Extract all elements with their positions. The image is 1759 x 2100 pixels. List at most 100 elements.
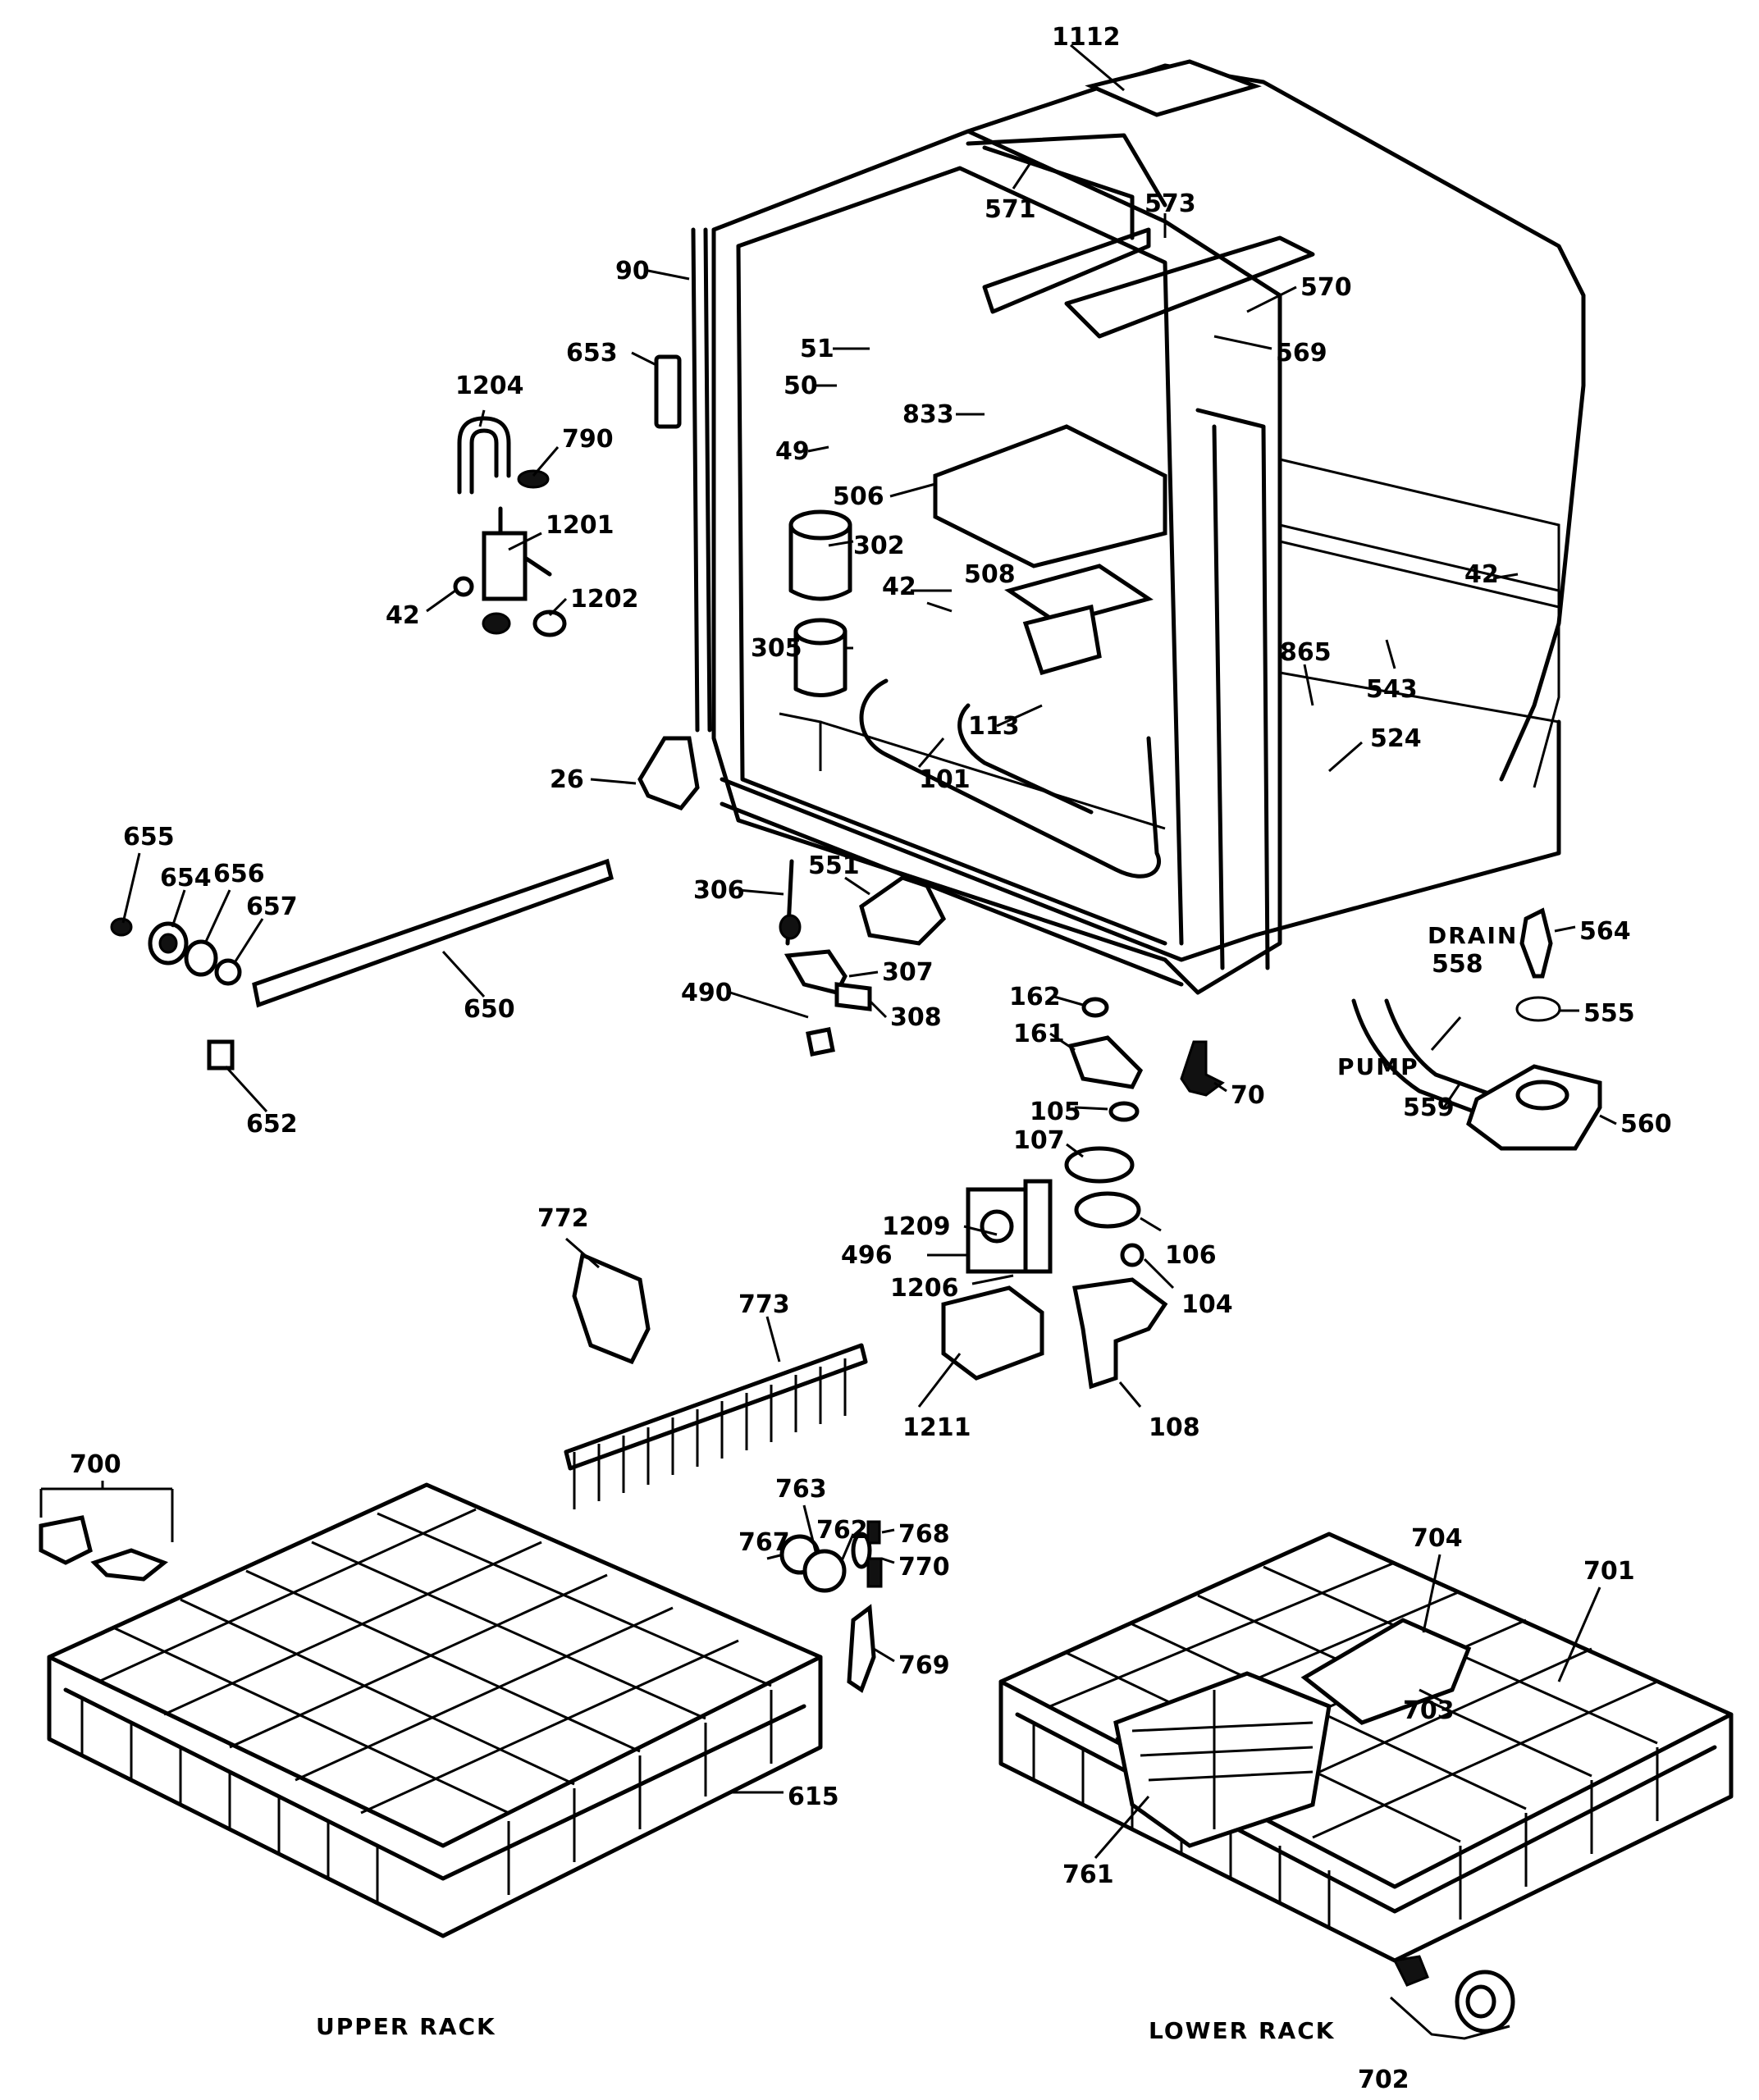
label-106: 106	[1165, 1241, 1217, 1270]
label-704: 704	[1411, 1524, 1463, 1553]
hose-1204	[457, 416, 511, 495]
label-654: 654	[160, 864, 212, 892]
nut-104	[1120, 1243, 1144, 1267]
cylinder-305	[793, 618, 848, 697]
label-763: 763	[775, 1475, 827, 1504]
shelf-704	[1300, 1618, 1472, 1725]
pump-text: PUMP	[1337, 1053, 1419, 1080]
part-labels: 1112 571 573 570 569 90 653 51 50 833 49…	[70, 23, 1672, 2094]
label-496: 496	[841, 1241, 893, 1270]
label-70: 70	[1231, 1081, 1265, 1110]
cap-162	[1081, 997, 1109, 1018]
label-107: 107	[1013, 1126, 1065, 1155]
label-113: 113	[968, 712, 1020, 741]
label-772: 772	[537, 1204, 589, 1233]
label-762: 762	[816, 1516, 868, 1545]
label-51: 51	[800, 335, 834, 363]
hose-558	[1351, 998, 1487, 1118]
label-161: 161	[1013, 1020, 1065, 1048]
drain-valve-564	[1519, 907, 1553, 979]
label-650: 650	[464, 995, 515, 1024]
label-769: 769	[898, 1651, 950, 1680]
label-571: 571	[985, 195, 1036, 224]
clamp-790	[517, 469, 550, 489]
bracket-490	[806, 1027, 835, 1057]
bracket-653	[654, 354, 682, 429]
detergent-cover-506	[933, 424, 1167, 568]
end-cap-652	[207, 1039, 235, 1071]
leveler-70	[1180, 1040, 1225, 1097]
label-615: 615	[788, 1783, 839, 1811]
label-104: 104	[1181, 1290, 1233, 1319]
label-703: 703	[1403, 1696, 1455, 1725]
label-700: 700	[70, 1450, 121, 1479]
label-570: 570	[1300, 273, 1352, 302]
spring-762	[851, 1532, 872, 1569]
label-508: 508	[964, 560, 1016, 589]
spring-768	[866, 1520, 881, 1545]
wheel-702	[1392, 1955, 1515, 2034]
comb-rack-773	[564, 1343, 868, 1509]
label-767: 767	[738, 1528, 790, 1557]
label-1209: 1209	[882, 1212, 951, 1241]
washer-763	[802, 1549, 847, 1593]
adjuster-769	[847, 1604, 876, 1693]
bracket-772	[572, 1252, 651, 1365]
label-652: 652	[246, 1110, 298, 1139]
label-308: 308	[890, 1003, 942, 1032]
lower-rack-701	[998, 1532, 1734, 1963]
label-833: 833	[902, 400, 954, 429]
rail-650	[252, 858, 614, 1008]
label-559: 559	[1403, 1093, 1455, 1122]
tub-assembly	[711, 59, 1586, 995]
label-573: 573	[1144, 189, 1196, 218]
drain-text: DRAIN	[1428, 922, 1518, 949]
leader-lines	[39, 43, 1617, 2040]
label-655: 655	[123, 823, 175, 851]
wheel-assembly-654	[110, 917, 242, 986]
label-551: 551	[808, 851, 860, 880]
label-558: 558	[1432, 950, 1483, 979]
bracket-26	[637, 736, 700, 810]
label-307: 307	[882, 958, 934, 987]
gasket-106	[1074, 1191, 1141, 1229]
label-653: 653	[566, 339, 618, 368]
label-770: 770	[898, 1553, 950, 1582]
label-108: 108	[1149, 1413, 1200, 1442]
upper-rack-caption: UPPER RACK	[316, 2013, 496, 2040]
gasket-107	[1064, 1146, 1135, 1184]
label-506: 506	[833, 482, 884, 511]
label-569: 569	[1276, 339, 1327, 368]
lower-rack-caption: LOWER RACK	[1149, 2017, 1335, 2044]
label-1112: 1112	[1052, 23, 1121, 52]
label-90: 90	[615, 257, 650, 285]
label-701: 701	[1583, 1557, 1635, 1586]
label-50: 50	[784, 372, 818, 400]
dispenser-508	[1004, 564, 1154, 626]
label-865: 865	[1280, 638, 1332, 667]
label-773: 773	[738, 1290, 790, 1319]
label-306: 306	[693, 876, 745, 905]
label-524: 524	[1370, 724, 1422, 753]
label-42-left: 42	[386, 601, 420, 630]
label-1211: 1211	[902, 1413, 971, 1442]
label-656: 656	[213, 860, 265, 888]
label-1204: 1204	[455, 372, 524, 400]
label-49: 49	[775, 437, 810, 466]
water-valve-1209	[966, 1179, 1053, 1274]
label-162: 162	[1009, 983, 1061, 1011]
label-105: 105	[1030, 1098, 1081, 1126]
side-rail-90	[691, 227, 712, 733]
label-560: 560	[1620, 1110, 1672, 1139]
label-1202: 1202	[570, 585, 639, 614]
label-761: 761	[1062, 1860, 1114, 1889]
label-768: 768	[898, 1520, 950, 1549]
label-42-center: 42	[882, 573, 916, 601]
label-42-right: 42	[1464, 560, 1499, 589]
label-702: 702	[1358, 2066, 1409, 2094]
screw-42-left	[453, 576, 474, 597]
ring-105	[1108, 1101, 1140, 1122]
label-302: 302	[853, 532, 905, 560]
label-101: 101	[919, 765, 971, 794]
